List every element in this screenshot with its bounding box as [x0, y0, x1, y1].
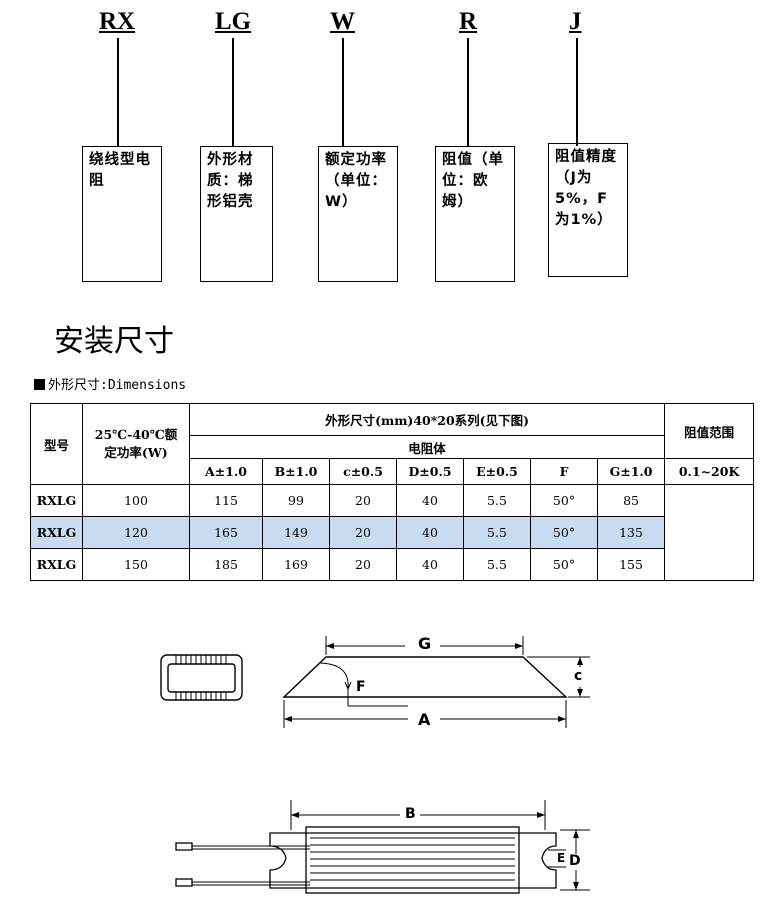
dimensions-subheading: 外形尺寸:Dimensions	[34, 374, 186, 393]
dim-label-f: F	[356, 679, 366, 695]
col-header-d: D±0.5	[396, 458, 464, 485]
col-header-g: G±1.0	[596, 458, 666, 485]
cross-section-view-icon	[160, 654, 243, 701]
dim-cell-g: 135	[596, 516, 666, 549]
range-empty-cell	[664, 484, 755, 581]
dim-cell-d: 40	[396, 484, 464, 517]
table-row: RXLG 120 165 149 20 40 5.5 50° 135	[30, 516, 754, 549]
part-code-w: W	[330, 8, 355, 35]
dim-label-g: G	[418, 634, 432, 653]
part-code-r: R	[459, 8, 478, 35]
part-code-rx: RX	[99, 8, 136, 35]
dim-cell-d: 40	[396, 548, 464, 581]
dim-label-d: D	[569, 853, 581, 869]
power-cell: 120	[82, 516, 190, 549]
power-cell: 150	[82, 548, 190, 581]
dim-cell-g: 155	[596, 548, 666, 581]
dim-cell-a: 165	[189, 516, 263, 549]
part-code-lg: LG	[215, 8, 252, 35]
model-header: 型号	[30, 403, 83, 485]
code-desc-box: 外形材质：梯形铝壳	[200, 146, 273, 282]
range-value: 0.1~20K	[664, 458, 755, 485]
power-header: 25℃-40℃额定功率(W)	[82, 403, 190, 485]
connector-line	[576, 38, 578, 146]
dim-cell-b: 149	[262, 516, 330, 549]
dim-label-b: B	[405, 806, 416, 822]
dim-cell-f: 50°	[530, 484, 598, 517]
dim-label-e: E	[557, 851, 566, 865]
connector-line	[467, 38, 469, 146]
col-header-b: B±1.0	[262, 458, 330, 485]
model-cell: RXLG	[30, 516, 83, 549]
dimensions-subheading-text: 外形尺寸:Dimensions	[48, 378, 187, 393]
col-header-f: F	[530, 458, 598, 485]
code-desc-box: 额定功率（单位：W）	[318, 146, 398, 282]
connector-line	[117, 38, 119, 146]
dim-cell-d: 40	[396, 516, 464, 549]
power-cell: 100	[82, 484, 190, 517]
code-desc-box: 绕线型电阻	[82, 146, 162, 282]
dim-label-c: c	[574, 668, 583, 684]
dimensions-table: 型号 25℃-40℃额定功率(W) 外形尺寸(mm)40*20系列(见下图) 阻…	[30, 403, 755, 581]
dim-cell-b: 169	[262, 548, 330, 581]
dim-cell-c: 20	[329, 548, 397, 581]
dim-label-a: A	[418, 710, 431, 729]
connector-line	[232, 38, 234, 146]
dim-cell-e: 5.5	[463, 516, 531, 549]
model-cell: RXLG	[30, 548, 83, 581]
part-code-j: J	[569, 8, 582, 35]
side-view-trapezoid	[282, 636, 590, 728]
dim-cell-f: 50°	[530, 548, 598, 581]
top-view-resistor	[175, 800, 590, 894]
code-desc-box: 阻值精度（J为5%，F为1%）	[548, 143, 628, 277]
connector-line	[342, 38, 344, 146]
section-title: 安装尺寸	[54, 324, 174, 359]
table-row: RXLG 150 185 169 20 40 5.5 50° 155	[30, 548, 754, 581]
code-desc-box: 阻值（单位：欧姆）	[435, 146, 515, 282]
square-bullet-icon	[34, 379, 45, 390]
dim-cell-e: 5.5	[463, 484, 531, 517]
dims-header: 外形尺寸(mm)40*20系列(见下图)	[188, 403, 666, 436]
col-header-e: E±0.5	[463, 458, 531, 485]
model-cell: RXLG	[30, 484, 83, 517]
